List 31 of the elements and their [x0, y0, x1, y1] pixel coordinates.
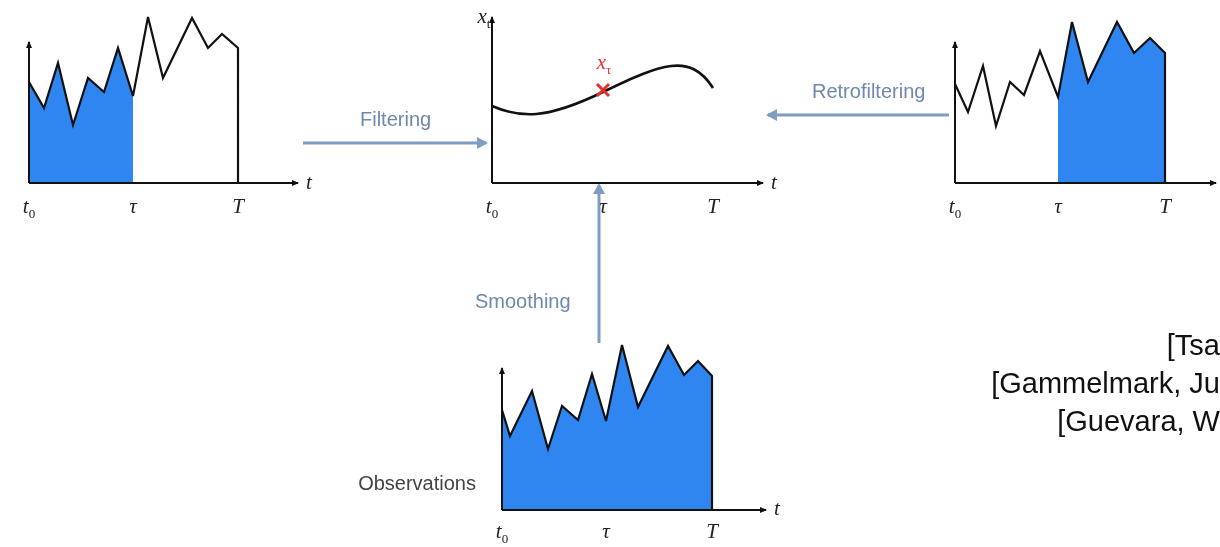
arrow — [766, 109, 949, 121]
axis-label: t$_{0}$ — [948, 196, 962, 221]
plot-drawing — [489, 16, 764, 186]
axis-label: T — [232, 196, 244, 217]
plot-drawing — [26, 15, 299, 186]
axis-label: t$_{0}$ — [22, 196, 36, 221]
axis-label: τ — [599, 196, 607, 217]
edge-label: Smoothing — [475, 290, 571, 312]
axis-label: t — [306, 172, 312, 193]
axis-label: T — [707, 196, 719, 217]
citation-text: [Tsa — [1166, 330, 1220, 362]
axis-label: T — [706, 521, 718, 542]
edge-label: Retrofiltering — [812, 80, 926, 102]
plot-caption: Observations — [358, 472, 476, 495]
arrow — [593, 183, 605, 343]
arrow — [303, 137, 488, 149]
plot-drawing — [952, 19, 1217, 186]
axis-label: t — [771, 172, 777, 193]
axis-label: τ — [602, 521, 610, 542]
citation-text: [Gammelmark, Ju — [991, 368, 1220, 400]
edge-label: Filtering — [360, 108, 432, 130]
plot-drawing — [499, 343, 767, 513]
citation-text: [Guevara, W — [1057, 406, 1220, 438]
axis-label: t$_{0}$ — [485, 196, 499, 221]
axis-label: τ — [129, 196, 137, 217]
point-label: x$_{τ}$ — [596, 52, 612, 77]
axis-label: T — [1159, 196, 1171, 217]
axis-label: τ — [1054, 196, 1062, 217]
axis-label: t — [774, 498, 780, 519]
axis-label: x$_{t}$ — [477, 6, 491, 31]
axis-label: t$_{0}$ — [495, 521, 509, 546]
